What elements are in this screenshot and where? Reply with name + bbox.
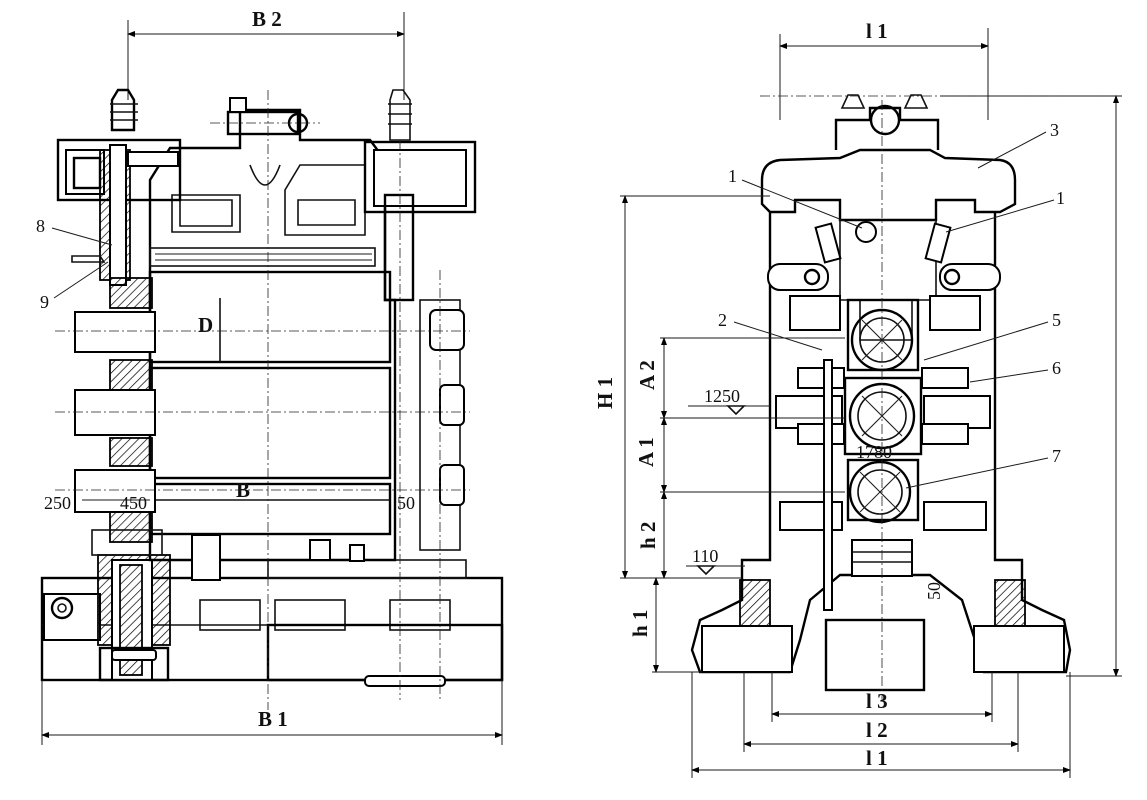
label-a1: A 1	[634, 437, 658, 467]
dimension-h1-base: h 1	[628, 577, 702, 673]
dimension-l1-bottom: l 1	[691, 672, 1071, 778]
hydraulic-rod	[823, 359, 833, 611]
label-1780: 1780	[856, 442, 892, 462]
rolls: D B	[74, 247, 392, 543]
right-housing-column	[363, 89, 477, 551]
label-50-right: 50	[924, 582, 944, 600]
right-view: l 1	[593, 19, 1122, 778]
label-l1-bottom: l 1	[866, 746, 888, 770]
left-view: B 2	[36, 7, 504, 745]
elevation-1250: 1250	[688, 386, 770, 416]
dimension-a-chain: A 2 A 1 h 2	[634, 337, 845, 579]
label-part-6: 6	[1052, 358, 1061, 378]
part-3-callout: 3	[977, 120, 1059, 169]
rolls-front	[843, 298, 923, 577]
label-l2: l 2	[866, 718, 888, 742]
label-d: D	[198, 313, 213, 337]
label-part-5: 5	[1052, 310, 1061, 330]
label-450: 450	[120, 493, 147, 513]
part-6-callout: 6	[969, 358, 1061, 383]
dimension-b2: B 2	[127, 7, 405, 100]
label-l1-top: l 1	[866, 19, 888, 43]
label-250: 250	[44, 493, 71, 513]
top-left-screwdown	[56, 88, 182, 286]
label-b1: B 1	[258, 707, 288, 731]
part-1a-callout: 1	[728, 166, 863, 229]
label-a2: A 2	[635, 360, 659, 390]
top-crosshead	[760, 94, 1017, 222]
part-1b-callout: 1	[945, 188, 1065, 233]
label-part-9: 9	[40, 292, 49, 312]
part-7-callout: 7	[905, 446, 1061, 489]
label-h1: H 1	[593, 377, 617, 409]
left-column	[97, 554, 171, 682]
label-l3: l 3	[866, 689, 888, 713]
label-b2: B 2	[252, 7, 282, 31]
label-part-1a: 1	[728, 166, 737, 186]
label-h2: h 2	[636, 522, 660, 549]
dimension-b1: B 1	[41, 680, 503, 745]
stand-housing	[148, 108, 397, 562]
feet	[701, 579, 1065, 692]
label-part-3: 3	[1050, 120, 1059, 140]
part-8-callout: 8	[36, 216, 113, 246]
label-110: 110	[692, 546, 718, 566]
dimension-l1-top: l 1	[779, 19, 989, 120]
label-part-7: 7	[1052, 446, 1061, 466]
elevation-110: 110	[686, 546, 745, 576]
part-5-callout: 5	[923, 310, 1061, 361]
label-h1-base: h 1	[628, 610, 652, 637]
dimension-h1-total: H 1	[593, 195, 770, 579]
dimension-l2: l 2	[743, 672, 1019, 752]
part-9-callout: 9	[40, 261, 109, 312]
left-bolt	[71, 255, 106, 263]
label-1250: 1250	[704, 386, 740, 406]
lower-fittings	[91, 529, 365, 581]
label-50-left: 50	[397, 493, 415, 513]
label-part-2: 2	[718, 310, 727, 330]
part-2-callout: 2	[718, 310, 823, 351]
label-part-8: 8	[36, 216, 45, 236]
label-part-1b: 1	[1056, 188, 1065, 208]
